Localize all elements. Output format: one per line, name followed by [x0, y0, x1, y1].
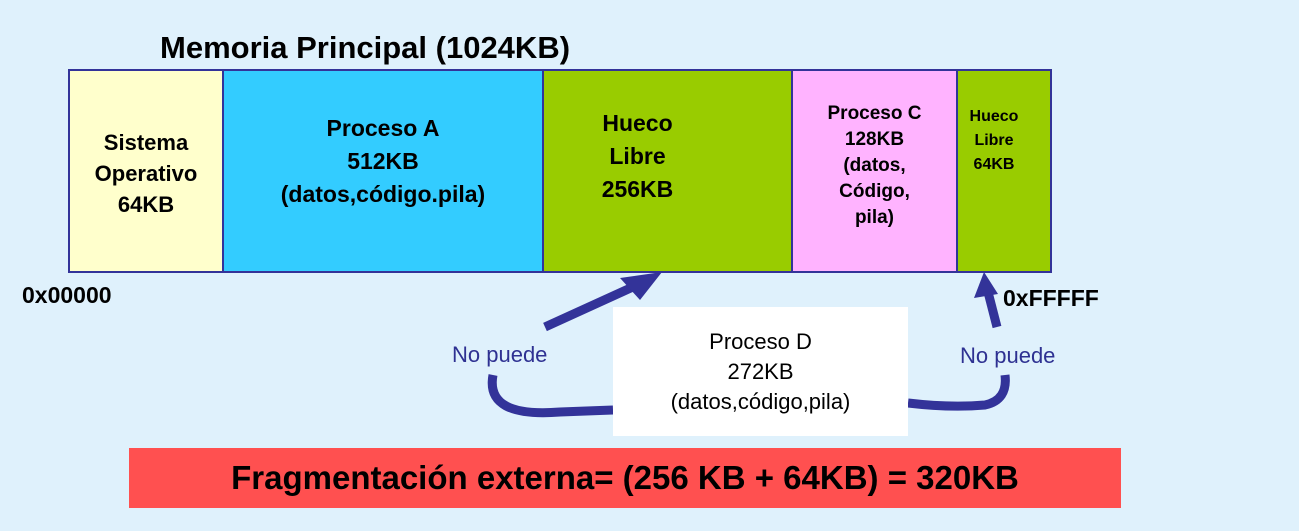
segment-sistema-operativo: Sistema Operativo 64KB [70, 71, 224, 271]
curve-right [907, 374, 1010, 411]
curve-left [487, 374, 614, 418]
no-puede-left-label: No puede [452, 342, 548, 367]
proceso-d-name: Proceso D [709, 328, 812, 354]
segment-hueco-libre-256: Hueco Libre 256KB [544, 71, 793, 271]
no-puede-right-label: No puede [960, 343, 1056, 368]
arrowhead-left-icon [620, 272, 662, 300]
address-end: 0xFFFFF [1003, 285, 1099, 311]
proceso-d-box: Proceso D 272KB (datos,código,pila) [613, 307, 908, 436]
proceso-d-size: 272KB [727, 358, 794, 384]
arrowhead-right-icon [974, 272, 998, 298]
proceso-d-desc: (datos,código,pila) [670, 388, 851, 414]
diagram-title: Memoria Principal (1024KB) [160, 30, 571, 65]
memory-map: Sistema Operativo 64KB Proceso A 512KB (… [68, 69, 1052, 273]
segment-proceso-c: Proceso C 128KB (datos, Código, pila) [793, 71, 958, 271]
address-start: 0x00000 [22, 282, 112, 308]
arrow-right-line [983, 290, 1002, 329]
arrow-left-line [543, 281, 637, 332]
fragmentation-banner: Fragmentación externa= (256 KB + 64KB) =… [129, 448, 1121, 508]
segment-hueco-libre-64: Hueco Libre 64KB [958, 71, 1050, 271]
segment-proceso-a: Proceso A 512KB (datos,código.pila) [224, 71, 544, 271]
